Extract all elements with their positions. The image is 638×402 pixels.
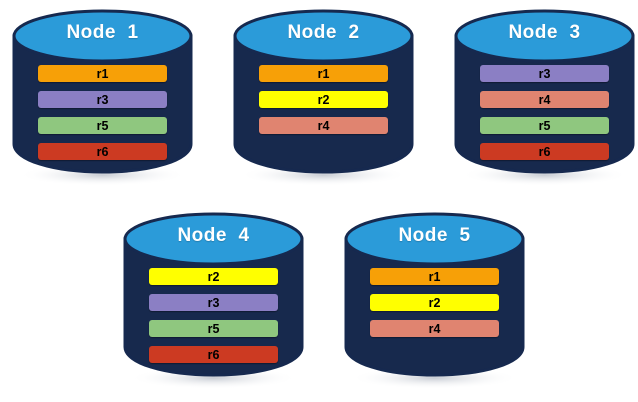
replica-bar[interactable]: r6 [38,143,167,160]
replica-bar[interactable]: r3 [480,65,609,82]
replica-label: r6 [207,347,220,362]
replica-bar[interactable]: r2 [259,91,388,108]
replica-bar[interactable]: r2 [370,294,499,311]
replica-bar[interactable]: r6 [149,346,278,363]
replica-bar[interactable]: r5 [149,320,278,337]
node-title: Node 5 [398,225,471,246]
replica-list: r3 r4 r5 r6 [480,65,609,169]
database-node-cylinder[interactable]: Node 1 r1 r3 r5 r6 [10,8,195,188]
replica-bar[interactable]: r1 [38,65,167,82]
replica-bar[interactable]: r5 [38,117,167,134]
replica-label: r2 [207,269,220,284]
replica-label: r3 [538,66,551,81]
replica-label: r5 [538,118,551,133]
replica-list: r2 r3 r5 r6 [149,268,278,372]
node-title: Node 1 [66,22,139,43]
replica-bar[interactable]: r3 [38,91,167,108]
replica-label: r1 [317,66,330,81]
replica-label: r4 [538,92,551,107]
cylinder-top-ellipse [454,9,635,63]
replica-label: r1 [428,269,441,284]
replica-list: r1 r3 r5 r6 [38,65,167,169]
cylinder-top-ellipse [123,212,304,266]
database-node-cylinder[interactable]: Node 2 r1 r2 r4 [231,8,416,188]
cylinder-top-ellipse [344,212,525,266]
replica-label: r2 [317,92,330,107]
replica-list: r1 r2 r4 [259,65,388,143]
database-node-cylinder[interactable]: Node 4 r2 r3 r5 r6 [121,211,306,391]
cylinder-top-ellipse [12,9,193,63]
replica-label: r5 [207,321,220,336]
replica-list: r1 r2 r4 [370,268,499,346]
replica-label: r4 [317,118,330,133]
replica-bar[interactable]: r2 [149,268,278,285]
replica-label: r6 [96,144,109,159]
node-title: Node 3 [508,22,581,43]
replica-bar[interactable]: r1 [259,65,388,82]
replica-label: r4 [428,321,441,336]
database-node-cylinder[interactable]: Node 3 r3 r4 r5 r6 [452,8,637,188]
cylinder-top-ellipse [233,9,414,63]
replica-label: r2 [428,295,441,310]
replica-bar[interactable]: r3 [149,294,278,311]
node-title: Node 4 [177,225,250,246]
replica-bar[interactable]: r1 [370,268,499,285]
replica-label: r1 [96,66,109,81]
node-title: Node 2 [287,22,360,43]
replica-bar[interactable]: r4 [480,91,609,108]
replica-label: r5 [96,118,109,133]
replica-label: r6 [538,144,551,159]
replica-bar[interactable]: r5 [480,117,609,134]
replica-bar[interactable]: r6 [480,143,609,160]
database-node-cylinder[interactable]: Node 5 r1 r2 r4 [342,211,527,391]
replica-bar[interactable]: r4 [259,117,388,134]
replica-bar[interactable]: r4 [370,320,499,337]
replica-label: r3 [207,295,220,310]
replica-label: r3 [96,92,109,107]
